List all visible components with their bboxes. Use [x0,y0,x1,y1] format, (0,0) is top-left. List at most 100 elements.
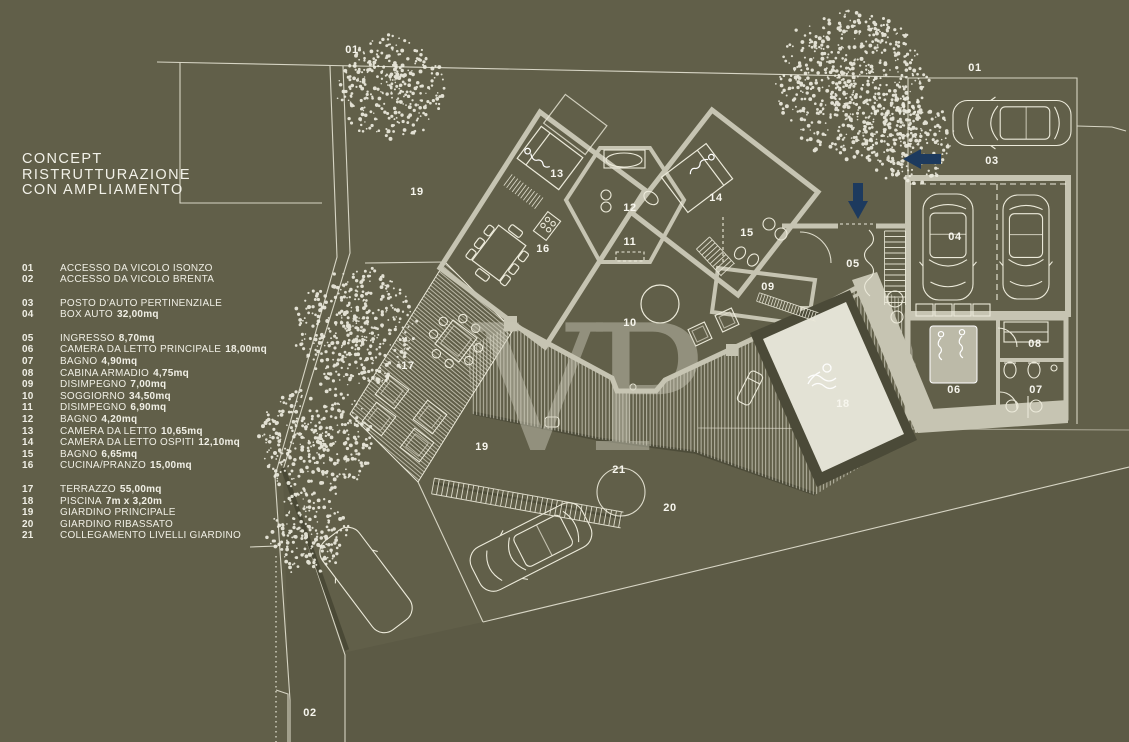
legend-item-label: TERRAZZO [60,484,116,495]
legend-item-value: 32,00mq [116,309,159,321]
plan-label-02: 02 [303,707,317,719]
person-icon [937,330,945,361]
plan-label-19: 19 [475,441,489,453]
legend-item-value: 4,20mq [101,414,138,426]
plan-label-01: 01 [345,44,359,56]
legend-item-number: 21 [22,530,34,542]
bed-icon [929,325,978,384]
title-line-1: CONCEPT [22,151,103,167]
legend-item-number: 03 [22,297,34,309]
legend-item-number: 20 [22,518,34,530]
person-icon [689,153,715,175]
legend-item-value: 15,00mq [150,460,192,472]
legend-item-value: 6,90mq [130,402,167,414]
legend-item-label: SOGGIORNO [60,390,126,402]
legend-item-label: BAGNO [60,356,98,368]
legend-item-label: CAMERA DA LETTO PRINCIPALE [60,344,222,356]
car-icon [952,96,1072,150]
legend-item-number: 17 [22,484,34,495]
legend-item-label: BOX AUTO [60,309,113,321]
legend-item-value: 6,65mq [101,448,138,460]
legend-item-value: 4,90mq [101,356,138,368]
legend-item-number: 12 [22,414,34,426]
terrace-table-icon [428,313,484,369]
legend-panel: CONCEPT RISTRUTTURAZIONE CON AMPLIAMENTO… [22,151,282,554]
legend-item-label: PISCINA [60,495,102,507]
dining-table-icon [465,224,529,287]
tree-icon [774,9,931,162]
person-icon [958,328,966,359]
legend-item-number: 04 [22,309,34,321]
legend-item: 03 POSTO D’AUTO PERTINENZIALE [22,298,282,310]
title-line-2: RISTRUTTURAZIONE [22,166,192,183]
plan-label-18: 18 [836,398,850,410]
legend-item-number: 16 [22,460,34,472]
legend-item-label: BAGNO [60,414,98,426]
plan-label-08: 08 [1028,338,1042,350]
plan-label-14: 14 [709,192,723,204]
sunken-garden-area [283,467,1129,742]
legend-item-label: ACCESSO DA VICOLO BRENTA [60,274,215,286]
plan-label-07: 07 [1029,384,1043,396]
plan-label-16: 16 [536,243,550,255]
legend-item-value: 8,70mq [118,332,155,344]
legend-item-label: GIARDINO RIBASSATO [60,518,174,530]
plan-label-11: 11 [624,236,637,248]
legend-item-value: 7m x 3,20m [105,495,163,507]
legend-item-number: 08 [22,367,34,379]
legend-item-number: 10 [22,390,34,402]
fixtures [532,152,1058,517]
legend-item-value: 34,50mq [129,390,171,402]
car-icon [919,193,977,301]
plan-label-06: 06 [947,384,961,396]
legend-item-label: CAMERA DA LETTO OSPITI [60,437,195,449]
swimmer-icon [807,363,837,390]
bed-icon [660,142,734,214]
plan-label-04: 04 [948,231,962,243]
plan-label-09: 09 [761,281,775,293]
arrow-down-icon [848,183,868,219]
car-icon [999,194,1053,300]
legend-item-number: 11 [22,402,34,414]
legend-item-label: ACCESSO DA VICOLO ISONZO [60,262,213,274]
plan-label-15: 15 [740,227,754,239]
plan-label-01: 01 [968,62,982,74]
lounger-icon [412,399,448,435]
plan-label-21: 21 [612,464,626,476]
plan-labels: 0119131211141516010304050910060807171819… [303,44,1043,719]
legend-item-number: 14 [22,437,34,449]
legend-item-value: 55,00mq [119,484,162,495]
tree-icon [265,491,350,574]
plan-label-17: 17 [401,360,415,372]
legend-item-number: 06 [22,344,34,356]
tree-icon [294,266,419,386]
arrow-left-icon [903,149,941,169]
stairs-and-ramps [431,174,906,529]
trees-layer [257,9,955,574]
legend-item-label: INGRESSO [60,332,115,344]
legend-item-label: POSTO D’AUTO PERTINENZIALE [60,297,223,309]
legend-item: 20 GIARDINO RIBASSATO [22,519,282,531]
plan-label-20: 20 [663,502,677,514]
legend-item-number: 09 [22,379,34,391]
legend-item-number: 07 [22,356,34,368]
legend-item-number: 15 [22,448,34,460]
tree-icon [336,33,446,141]
